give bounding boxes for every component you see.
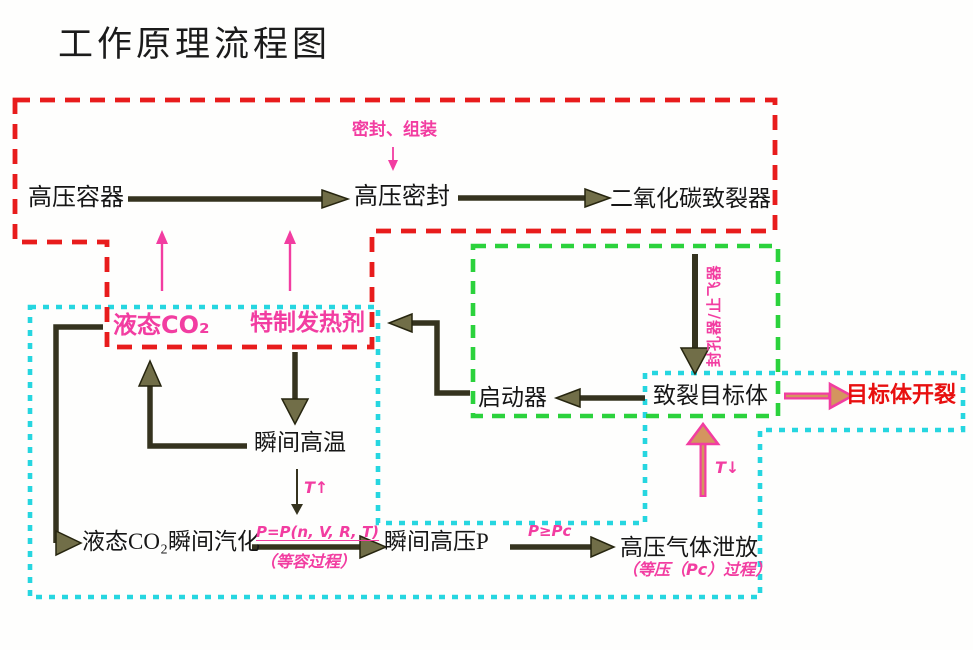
arrow-agent-to-hightemp	[280, 352, 310, 426]
arrow-hightemp-down	[291, 469, 303, 515]
label-isochoric-process: （等容过程）	[260, 552, 357, 571]
red-dashed-region	[12, 97, 778, 350]
arrow-highpressure-to-release	[510, 535, 616, 559]
node-starter: 启动器	[478, 385, 547, 410]
node-liquid-co2: 液态CO₂	[113, 311, 210, 339]
arrow-seal-to-cracker	[458, 187, 613, 209]
node-high-pressure-seal: 高压密封	[354, 184, 450, 210]
node-instant-high-pressure: 瞬间高压P	[384, 529, 489, 554]
label-seal-assemble: 密封、组装	[352, 120, 437, 140]
pink-arrow-release-to-target	[685, 421, 721, 497]
pink-arrow-agent-up	[284, 230, 296, 291]
label-pressure-condition: P≥Pc	[528, 522, 572, 540]
arrow-starter-to-agent	[386, 312, 470, 396]
green-dashed-region	[470, 243, 781, 419]
node-gas-release: 高压气体泄放	[620, 535, 758, 560]
pink-arrow-seal-down	[388, 147, 398, 171]
arrow-vaporize-to-highpressure	[252, 534, 388, 560]
node-co2-cracker: 二氧化碳致裂器	[610, 186, 771, 211]
arrow-liquidco2-to-vaporize	[53, 324, 103, 557]
label-t-up: T↑	[304, 478, 329, 497]
label-isobaric-process: （等压（Pc）过程）	[622, 560, 772, 579]
arrow-vessel-to-seal	[128, 188, 351, 210]
label-hole-sealer: 封孔器/止飞器	[705, 264, 723, 367]
arrow-target-to-starter	[553, 387, 645, 409]
arrow-cracker-to-target	[679, 254, 711, 376]
label-t-down: T↓	[715, 458, 740, 477]
node-pressure-vessel: 高压容器	[28, 185, 124, 211]
node-co2-vaporize: 液态CO₂瞬间汽化	[82, 529, 260, 554]
label-formula: P=P(n, V, R, T)	[256, 523, 380, 541]
node-crack-target: 致裂目标体	[653, 383, 768, 408]
page-title: 工作原理流程图	[58, 25, 332, 64]
node-target-cracked: 目标体开裂	[846, 382, 957, 407]
node-heating-agent: 特制发热剂	[250, 310, 365, 336]
arrow-hightemp-to-liquidco2	[137, 359, 247, 449]
node-instant-high-temp: 瞬间高温	[254, 430, 346, 455]
pink-arrow-liquidco2-up	[156, 230, 168, 291]
pink-arrow-target-to-cracked	[784, 381, 855, 411]
